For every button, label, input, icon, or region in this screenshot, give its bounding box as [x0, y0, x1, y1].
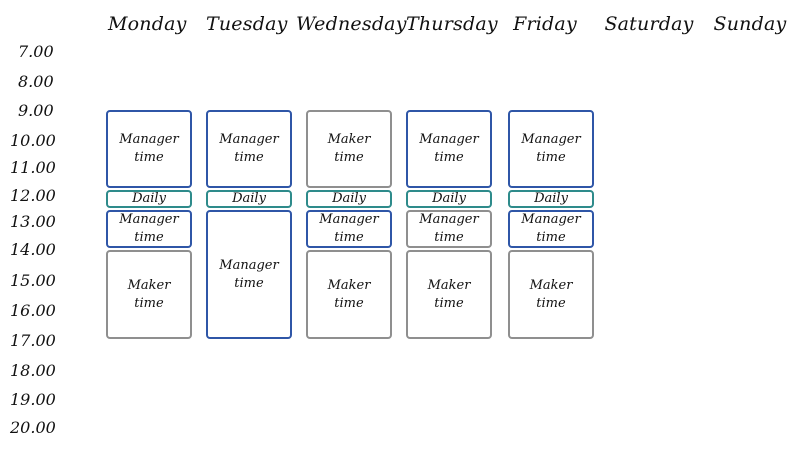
- time-label: 13.00: [10, 212, 56, 231]
- manager-block: Manager time: [206, 110, 292, 188]
- block-label-line: time: [134, 295, 164, 311]
- daily-block: Daily: [406, 190, 492, 208]
- block-label-line: Daily: [232, 191, 266, 206]
- block-label-line: Manager: [419, 212, 479, 227]
- day-header-tuesday: Tuesday: [206, 13, 288, 35]
- block-label-line: Manager: [521, 132, 581, 147]
- block-label-line: Maker: [127, 277, 171, 293]
- time-label: 18.00: [10, 361, 56, 380]
- maker-block: Maker time: [306, 110, 392, 188]
- block-label-line: Maker: [529, 277, 573, 293]
- time-label: 11.00: [10, 158, 56, 177]
- block-label: Manager time: [319, 211, 378, 247]
- time-label: 7.00: [18, 42, 54, 61]
- manager-block: Manager time: [406, 210, 492, 248]
- block-label: Daily: [432, 192, 466, 206]
- block-label: Manager time: [521, 211, 580, 247]
- block-label-line: Daily: [132, 191, 166, 206]
- block-label-line: time: [536, 230, 566, 245]
- block-label: Maker time: [530, 277, 573, 313]
- maker-block: Maker time: [106, 250, 192, 339]
- block-label-line: Daily: [332, 191, 366, 206]
- block-label: Maker time: [328, 277, 371, 313]
- block-label-line: time: [334, 150, 364, 165]
- manager-block: Manager time: [406, 110, 492, 188]
- manager-block: Manager time: [106, 110, 192, 188]
- manager-block: Manager time: [106, 210, 192, 248]
- block-label-line: time: [234, 275, 264, 291]
- manager-block: Manager time: [306, 210, 392, 248]
- day-header-wednesday: Wednesday: [296, 13, 407, 35]
- block-label-line: time: [536, 150, 566, 165]
- block-label-line: time: [434, 150, 464, 165]
- day-header-saturday: Saturday: [604, 13, 694, 35]
- block-label-line: Manager: [119, 212, 179, 227]
- time-label: 19.00: [10, 390, 56, 409]
- block-label: Maker time: [328, 131, 371, 167]
- block-label: Manager time: [219, 131, 278, 167]
- time-label: 8.00: [18, 72, 54, 91]
- block-label-line: time: [234, 150, 264, 165]
- block-label: Daily: [132, 192, 166, 206]
- block-label-line: Manager: [419, 132, 479, 147]
- time-label: 16.00: [10, 301, 56, 320]
- block-label-line: time: [536, 295, 566, 311]
- block-label-line: Manager: [219, 132, 279, 147]
- day-header-sunday: Sunday: [713, 13, 787, 35]
- daily-block: Daily: [508, 190, 594, 208]
- block-label-line: Daily: [432, 191, 466, 206]
- day-header-friday: Friday: [513, 13, 577, 35]
- block-label-line: time: [334, 295, 364, 311]
- manager-block: Manager time: [508, 210, 594, 248]
- manager-block: Manager time: [206, 210, 292, 339]
- maker-block: Maker time: [406, 250, 492, 339]
- block-label-line: Maker: [427, 277, 471, 293]
- block-label-line: time: [434, 295, 464, 311]
- block-label-line: Manager: [319, 212, 379, 227]
- block-label-line: Daily: [534, 191, 568, 206]
- block-label: Maker time: [128, 277, 171, 313]
- block-label: Manager time: [219, 257, 278, 293]
- daily-block: Daily: [306, 190, 392, 208]
- block-label: Manager time: [119, 131, 178, 167]
- block-label: Manager time: [521, 131, 580, 167]
- manager-block: Manager time: [508, 110, 594, 188]
- block-label-line: time: [134, 150, 164, 165]
- time-label: 14.00: [10, 240, 56, 259]
- daily-block: Daily: [106, 190, 192, 208]
- daily-block: Daily: [206, 190, 292, 208]
- day-header-thursday: Thursday: [406, 13, 498, 35]
- block-label-line: Manager: [521, 212, 581, 227]
- block-label: Daily: [534, 192, 568, 206]
- block-label-line: Maker: [327, 277, 371, 293]
- block-label-line: Manager: [119, 132, 179, 147]
- block-label-line: Manager: [219, 257, 279, 273]
- time-label: 20.00: [10, 418, 56, 437]
- block-label-line: time: [134, 230, 164, 245]
- maker-block: Maker time: [306, 250, 392, 339]
- time-label: 12.00: [10, 186, 56, 205]
- block-label: Manager time: [419, 131, 478, 167]
- block-label-line: Maker: [327, 132, 371, 147]
- time-label: 9.00: [18, 101, 54, 120]
- block-label: Manager time: [119, 211, 178, 247]
- block-label: Maker time: [428, 277, 471, 313]
- block-label: Daily: [332, 192, 366, 206]
- block-label-line: time: [434, 230, 464, 245]
- block-label-line: time: [334, 230, 364, 245]
- time-label: 17.00: [10, 331, 56, 350]
- time-label: 10.00: [10, 131, 56, 150]
- maker-block: Maker time: [508, 250, 594, 339]
- block-label: Daily: [232, 192, 266, 206]
- time-label: 15.00: [10, 271, 56, 290]
- day-header-monday: Monday: [108, 13, 187, 35]
- block-label: Manager time: [419, 211, 478, 247]
